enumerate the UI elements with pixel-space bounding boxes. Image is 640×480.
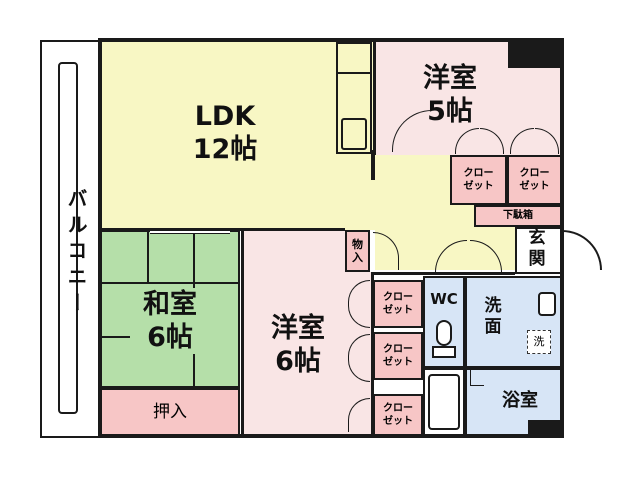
toilet-icon: [436, 320, 452, 346]
tatami-line-1: [147, 232, 149, 282]
balcony: [40, 40, 100, 438]
wall-closet-column: [371, 272, 374, 436]
wash-basin-icon: [538, 292, 556, 316]
pillar-bottom-right: [528, 420, 562, 438]
wall-top: [100, 38, 564, 42]
closet-top-1-label: クロー ゼット: [463, 168, 494, 192]
door-bath[interactable]: [470, 368, 484, 386]
closet-mid-1-label: クロー ゼット: [383, 292, 413, 316]
wall-right: [560, 38, 564, 438]
kitchen-sink: [341, 118, 367, 150]
closet-top-1: クロー ゼット: [450, 155, 507, 205]
western-room-bottom: [243, 230, 345, 436]
bathtub-icon: [428, 374, 460, 430]
door-japanese[interactable]: [150, 230, 230, 234]
closet-top-2-label: クロー ゼット: [519, 168, 550, 192]
balcony-label: バルコニー: [64, 188, 88, 318]
closet-mid-3-label: クロー ゼット: [383, 403, 413, 427]
closet-mid-2: クロー ゼット: [373, 332, 423, 380]
ldk-name: LDK: [194, 101, 256, 132]
wall-kitchen-stub: [371, 150, 375, 180]
tatami-line-2: [193, 232, 195, 282]
closet-top-2: クロー ゼット: [507, 155, 562, 205]
ldk-size: 12帖: [192, 134, 258, 165]
washer-space: 洗: [527, 330, 551, 354]
wall-hall-bottom: [371, 272, 515, 275]
entrance-label: 玄 関: [528, 228, 546, 269]
western-room-bottom-size: 6帖: [275, 346, 321, 377]
shoebox: 下駄箱: [474, 205, 562, 227]
oshiire-label: 押入: [153, 402, 187, 422]
storage: 物 入: [345, 230, 370, 272]
toilet-tank-icon: [432, 346, 456, 358]
wall-left: [98, 38, 102, 438]
bathroom-label: 浴室: [502, 390, 538, 411]
western-room-top-size: 5帖: [427, 96, 473, 127]
ldk-label: LDK 12帖: [170, 100, 280, 166]
pillar-top-right: [508, 40, 562, 68]
western-room-bottom-label: 洋室 6帖: [258, 312, 338, 378]
wall-ldk-bottom: [100, 228, 345, 231]
japanese-room-size: 6帖: [147, 322, 193, 353]
wall-western-bottom-left: [241, 228, 244, 436]
kitchen-divider: [336, 72, 372, 74]
closet-mid-2-label: クロー ゼット: [383, 344, 413, 368]
shoebox-label: 下駄箱: [503, 210, 533, 221]
oshiire: 押入: [100, 388, 240, 436]
wall-western-top-left: [373, 40, 376, 155]
closet-mid-1: クロー ゼット: [373, 280, 423, 328]
western-room-top-name: 洋室: [423, 63, 477, 94]
storage-label: 物 入: [352, 238, 363, 264]
western-room-bottom-name: 洋室: [271, 313, 325, 344]
balcony-inner-rail: [58, 62, 78, 414]
western-room-top-label: 洋室 5帖: [410, 62, 490, 128]
japanese-room-label: 和室 6帖: [130, 288, 210, 354]
washroom-label: 洗 面: [484, 296, 502, 337]
entrance-door[interactable]: [562, 230, 602, 270]
washer-label: 洗: [533, 335, 545, 348]
wall-bottom: [100, 434, 564, 438]
closet-mid-3: クロー ゼット: [373, 394, 423, 436]
tatami-line-3: [102, 282, 238, 284]
japanese-room-name: 和室: [143, 289, 197, 320]
wc-label: WC: [430, 290, 458, 308]
ldk-room: [100, 40, 375, 230]
